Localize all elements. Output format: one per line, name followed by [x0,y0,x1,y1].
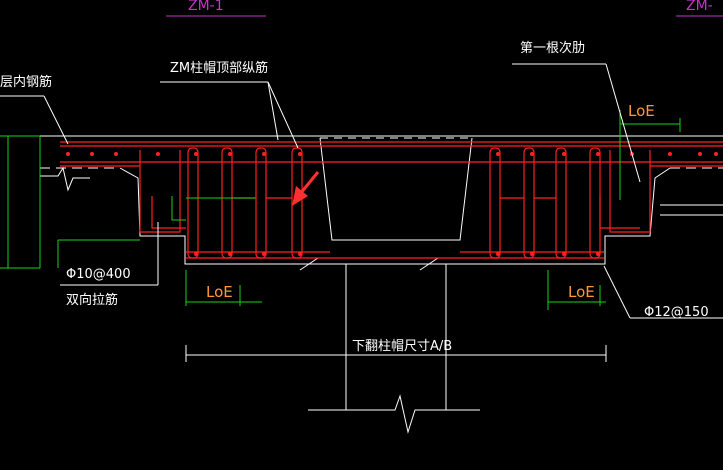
loe-label-bottom-left: LoE [206,283,233,301]
loe-label-top-right: LoE [628,102,655,120]
right-stirrup-spec-label: Φ12@150 [644,305,709,320]
rebar-group [60,141,723,259]
first-secondary-rib-label: 第一根次肋 [520,40,585,56]
tag-label-left: ZM-1 [188,0,224,14]
tag-label-right: ZM- [686,0,713,14]
top-rebar-label: ZM柱帽顶部纵筋 [170,60,268,76]
left-tie-note-label: 双向拉筋 [66,292,118,308]
leader-lines [0,63,723,362]
loe-label-bottom-right: LoE [568,283,595,301]
concrete-outline [40,135,723,434]
left-top-label: 层内钢筋 [0,74,52,90]
left-tie-spec-label: Φ10@400 [66,267,131,282]
red-arrow-icon [292,171,320,206]
dimension-lines [0,110,681,310]
cap-size-label: 下翻柱帽尺寸A/B [352,338,452,354]
